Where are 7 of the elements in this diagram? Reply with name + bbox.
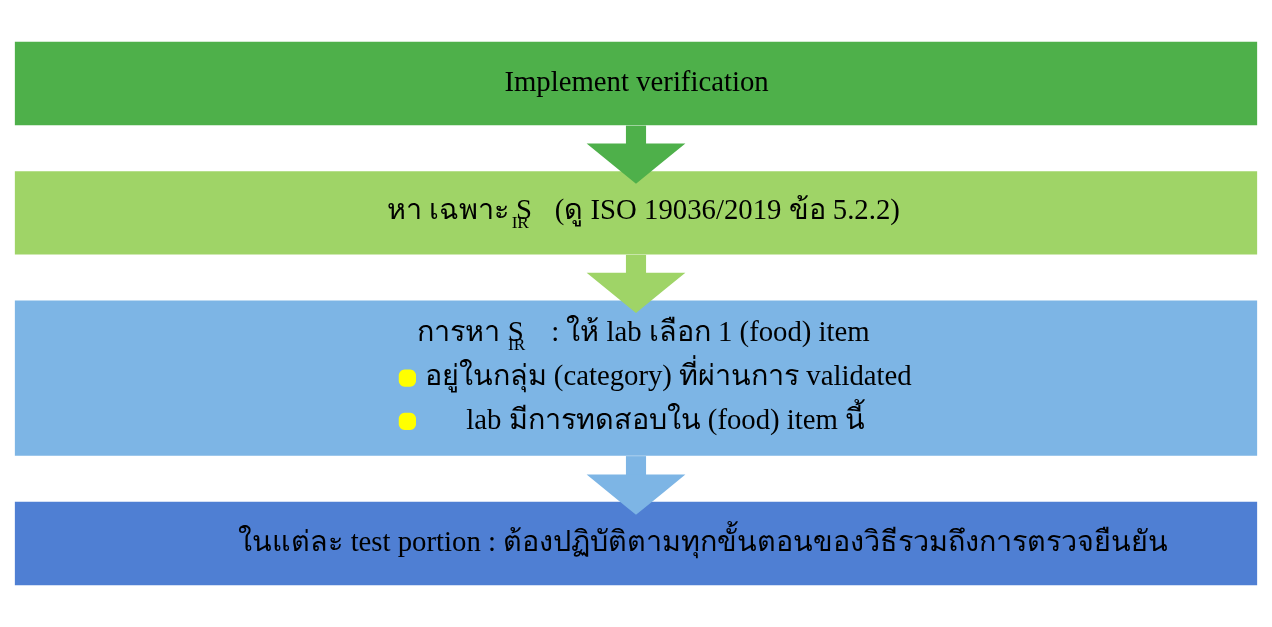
arrow — [586, 456, 686, 515]
node-box: ในแต่ละ test portion : ต้องปฏิบัติตามทุกขั้นตอนของวิธีรวมถึงการตรวจยืนยัน — [14, 501, 1258, 586]
arrow — [586, 125, 686, 184]
arrow — [586, 254, 686, 313]
node-box: Implement verification — [14, 41, 1258, 126]
node-box: หา เฉพาะ S$_{IR}$ (ดู ISO 19036/2019 ข้อ 5.2.2) — [14, 171, 1258, 255]
node-box: การหา S$_{IR}$ : ให้ lab เลือก 1 (food) item อยู่ในกลุ่ม (category) ที่ผ่านการ validated lab มีการทดสอบใน (food) item นี้ — [14, 300, 1258, 456]
